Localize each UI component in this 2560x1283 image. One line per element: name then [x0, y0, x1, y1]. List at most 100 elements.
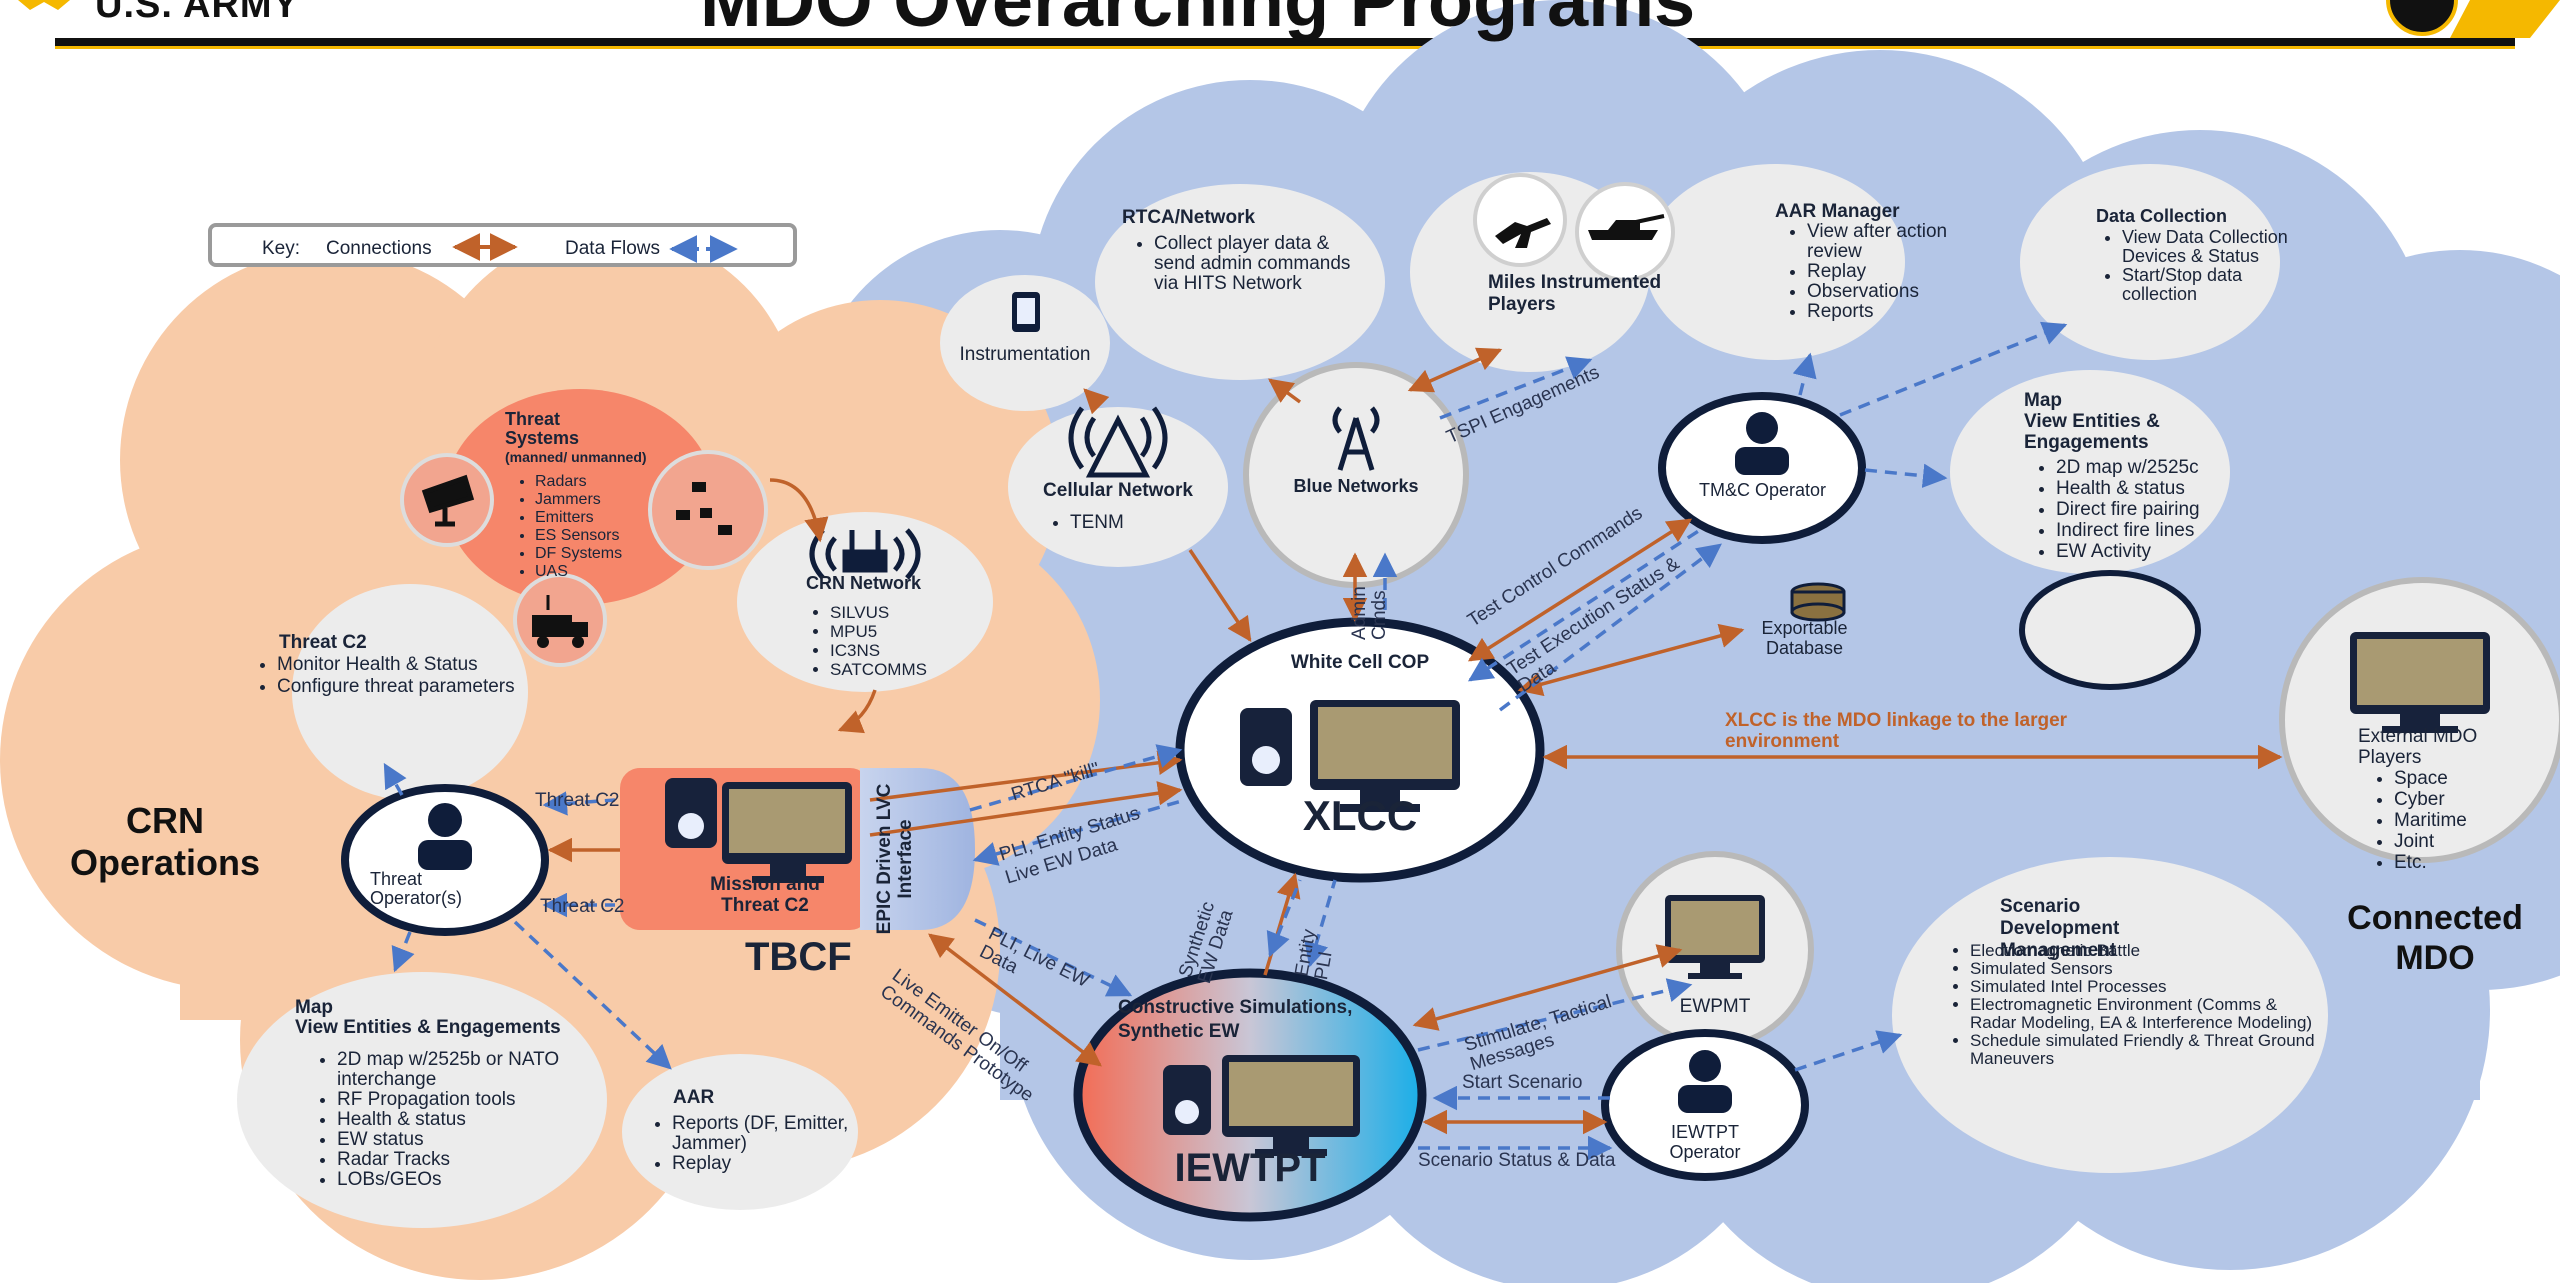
- cellular-tower-icon: [1068, 406, 1168, 478]
- list-item: Etc.: [2394, 852, 2498, 873]
- flow-rtca-kill: [969, 744, 1183, 812]
- list-item: TENM: [1070, 512, 1218, 534]
- scenario-dev-list: Electromagnetic Battle Simulated Sensors…: [1950, 942, 2320, 1068]
- army-logo-text: U.S. ARMY: [95, 0, 299, 26]
- crn-network-list: SILVUS MPU5 IC3NS SATCOMMS: [800, 603, 927, 679]
- key-label: Key:: [262, 238, 301, 259]
- map-left-subtitle: View Entities & Engagements: [295, 1017, 561, 1038]
- key-connections-label: Connections: [326, 238, 432, 259]
- instrumentation-device-icon: [1012, 292, 1040, 332]
- aar-left-text: AAR Reports (DF, Emitter, Jammer) Replay: [650, 1088, 860, 1174]
- flow-tmc-map: [1864, 463, 1948, 488]
- label-start-scenario: Start Scenario: [1462, 1072, 1583, 1093]
- list-item: SATCOMMS: [830, 660, 927, 679]
- tbcf-device-icon: [665, 778, 852, 883]
- list-item: Observations: [1807, 282, 1975, 302]
- ewpmt-monitor-icon: [1665, 895, 1765, 979]
- conn-crn-tbcf: [837, 689, 877, 734]
- iewtpt-top-label: Constructive Simulations, Synthetic EW: [1118, 997, 1353, 1042]
- list-item: Cyber: [2394, 789, 2498, 810]
- map-right-subtitle: View Entities & Engagements: [2024, 411, 2160, 453]
- tbcf-interface-box: [860, 768, 975, 930]
- map-left-list: 2D map w/2525b or NATO interchange RF Pr…: [295, 1050, 595, 1190]
- xlcc-name: XLCC: [1302, 792, 1418, 839]
- list-item: EW status: [337, 1130, 595, 1150]
- list-item: Monitor Health & Status: [277, 654, 535, 676]
- aar-manager-list: View after action review Replay Observat…: [1775, 222, 1975, 322]
- crn-operations-label: CRN Operations: [70, 800, 260, 884]
- xlcc-top-label: White Cell COP: [1290, 652, 1430, 673]
- flow-test-exec: [1498, 543, 1722, 712]
- xlcc-linkage-text: XLCC is the MDO linkage to the larger en…: [1725, 710, 2068, 752]
- connected-mdo-line1: Connected: [2347, 899, 2523, 937]
- xlcc-device-icon: [1240, 700, 1460, 812]
- threat-systems-text: Threat Systems (manned/ unmanned) Radars…: [505, 410, 647, 581]
- drone-swarm-icon: [676, 482, 732, 535]
- flow-tmc-aar: [1792, 352, 1817, 396]
- radar-icon: [421, 474, 475, 527]
- map-right-list: 2D map w/2525c Health & status Direct fi…: [2024, 457, 2244, 562]
- exportable-db-node: [2019, 570, 2201, 690]
- data-collection-text: Data Collection View Data Collection Dev…: [2082, 207, 2297, 304]
- flow-entity: [1304, 879, 1337, 968]
- conn-tbcf-xlcc: [869, 750, 1183, 802]
- cellular-list: TENM: [1018, 512, 1218, 534]
- aar-manager-text: AAR Manager View after action review Rep…: [1775, 202, 1975, 322]
- list-item: MPU5: [830, 622, 927, 641]
- threat-c2-bubble: [292, 584, 528, 800]
- gold-stripe-icon: [2450, 0, 2560, 38]
- flow-pli: [972, 798, 1186, 866]
- aar-manager-bubble: [1645, 164, 1905, 360]
- external-mdo-monitor-icon: [2350, 632, 2490, 733]
- miles-tank-icon: [1575, 182, 1675, 282]
- crn-operations-line2: Operations: [70, 842, 261, 883]
- blue-networks-label: Blue Networks: [1293, 476, 1419, 496]
- data-collection-list: View Data Collection Devices & Status St…: [2082, 228, 2297, 304]
- list-item: Maritime: [2394, 810, 2498, 831]
- aar-left-list: Reports (DF, Emitter, Jammer) Replay: [650, 1114, 860, 1174]
- blue-networks-tower-icon: [1332, 406, 1380, 471]
- conn-tbcf-xlcc-2: [869, 781, 1183, 837]
- cellular-title: Cellular Network: [1043, 480, 1193, 501]
- list-item: Collect player data & send admin command…: [1154, 234, 1362, 294]
- cellular-text: Cellular Network TENM: [1018, 480, 1218, 534]
- list-item: Configure threat parameters: [277, 676, 535, 698]
- cellular-bubble: [1008, 407, 1228, 567]
- crn-network-bubble: [737, 512, 993, 692]
- blue-networks-node: [1243, 362, 1469, 588]
- instrumentation-label: Instrumentation: [959, 344, 1091, 365]
- header-gold-rule: [55, 46, 2515, 49]
- iewtpt-operator-person-icon: [1678, 1050, 1732, 1113]
- list-item: Replay: [1807, 262, 1975, 282]
- list-item: Simulated Intel Processes: [1970, 978, 2320, 996]
- page-title: MDO Overarching Programs: [700, 0, 1696, 42]
- list-item: Simulated Sensors: [1970, 960, 2320, 978]
- list-item: LOBs/GEOs: [337, 1170, 595, 1190]
- data-collection-bubble: [2020, 164, 2280, 360]
- map-left-text: Map View Entities & Engagements 2D map w…: [295, 998, 595, 1190]
- iewtpt-device-icon: [1163, 1055, 1360, 1156]
- label-threat-c2-bottom: Threat C2: [540, 896, 625, 917]
- list-item: Radar Tracks: [337, 1150, 595, 1170]
- label-threat-c2-top: Threat C2: [535, 790, 620, 811]
- list-item: Schedule simulated Friendly & Threat Gro…: [1970, 1032, 2320, 1068]
- tmc-operator-person-icon: [1735, 412, 1789, 475]
- crn-operations-line1: CRN: [126, 800, 204, 841]
- list-item: Radars: [535, 473, 647, 491]
- rtca-text: RTCA/Network Collect player data & send …: [1122, 208, 1362, 294]
- threat-operator-label: Threat Operator(s): [370, 869, 463, 908]
- list-item: Electromagnetic Environment (Comms & Rad…: [1970, 996, 2320, 1032]
- exportable-db-label: Exportable Database: [1761, 618, 1848, 658]
- tbcf-interface-label: EPIC Driven LVC Interface: [874, 783, 916, 935]
- label-scenario-status: Scenario Status & Data: [1418, 1150, 1616, 1171]
- map-right-text: Map View Entities & Engagements 2D map w…: [2024, 390, 2244, 562]
- conn-tbcf-iewtpt: [928, 933, 1102, 1067]
- flow-operator-c2: [383, 762, 407, 796]
- aar-left-title: AAR: [673, 1087, 715, 1108]
- list-item: Direct fire pairing: [2056, 499, 2244, 520]
- list-item: Joint: [2394, 831, 2498, 852]
- header-rule: [55, 38, 2515, 46]
- flow-tmc-datacoll: [1839, 321, 2068, 417]
- list-item: Health & status: [2056, 478, 2244, 499]
- conn-cellular-instr: [1083, 388, 1110, 415]
